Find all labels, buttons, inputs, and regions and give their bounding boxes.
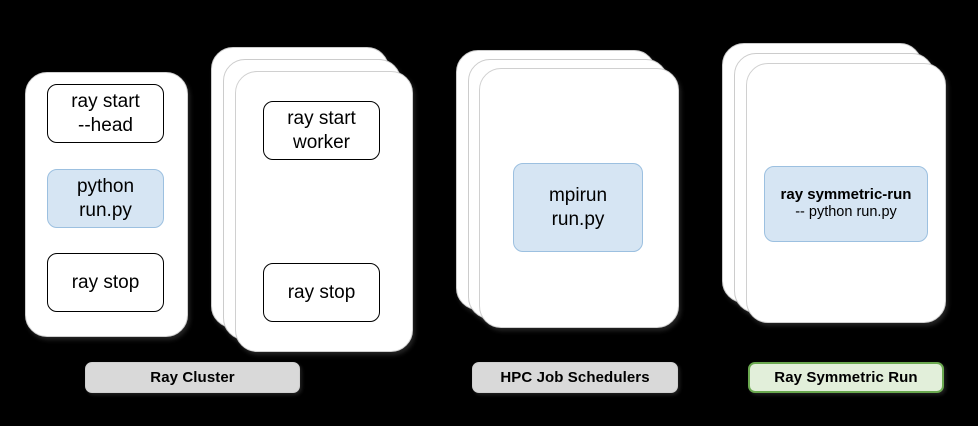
ray-stop-worker-label: ray stop [287,281,356,303]
ray-stop-head-label: ray stop [71,271,140,293]
group-label-symmetric[interactable]: Ray Symmetric Run [748,362,944,393]
group-label-symmetric-text: Ray Symmetric Run [774,369,918,386]
ray-start-head-line1: ray start [71,91,140,113]
ray-stop-worker-box[interactable]: ray stop [263,263,380,322]
mpirun-line1: mpirun [548,185,608,207]
ray-start-head-line2: --head [78,114,133,136]
ray-start-worker-box[interactable]: ray start worker [263,101,380,160]
mpirun-line2: run.py [551,208,605,230]
python-run-py-box[interactable]: python run.py [47,169,164,228]
group-label-hpc[interactable]: HPC Job Schedulers [472,362,678,393]
ray-start-worker-line2: worker [292,131,350,153]
ray-start-head-box[interactable]: ray start --head [47,84,164,143]
ray-stop-head-box[interactable]: ray stop [47,253,164,312]
group-label-hpc-text: HPC Job Schedulers [500,369,650,386]
python-run-py-line1: python [76,176,135,198]
mpirun-run-py-box[interactable]: mpirun run.py [513,163,643,252]
ray-symmetric-run-box[interactable]: ray symmetric-run -- python run.py [764,166,928,242]
symmetric-command-label: ray symmetric-run [780,186,912,203]
group-label-ray-cluster[interactable]: Ray Cluster [85,362,300,393]
group-label-ray-cluster-text: Ray Cluster [150,369,235,386]
python-run-py-line2: run.py [79,199,132,221]
symmetric-command-arg: -- python run.py [795,204,897,221]
ray-start-worker-line1: ray start [287,108,356,130]
